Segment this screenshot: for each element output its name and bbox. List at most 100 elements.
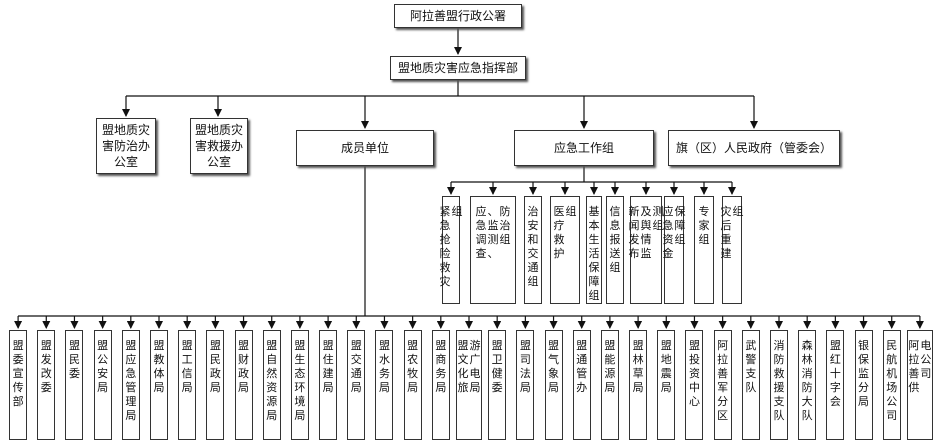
vertical-char: 传 bbox=[12, 381, 24, 394]
vertical-char: 草 bbox=[632, 367, 644, 380]
vertical-char: 重 bbox=[720, 233, 732, 246]
vertical-char: 盟 bbox=[68, 339, 80, 352]
vertical-char: 险 bbox=[439, 247, 451, 260]
vertical-text: 盟应急管理局 bbox=[125, 339, 136, 423]
vertical-char: 通 bbox=[350, 367, 362, 380]
vertical-char: 医 bbox=[553, 205, 565, 218]
vertical-text: 盟投资中心 bbox=[689, 339, 700, 409]
member-unit-box: 阿拉善供电公司 bbox=[906, 330, 933, 440]
vertical-char: 政 bbox=[238, 367, 250, 380]
vertical-text: 盟文化旅游广电局 bbox=[458, 339, 481, 395]
vertical-char: 农 bbox=[407, 353, 419, 366]
member-unit-box: 盟住建局 bbox=[319, 330, 338, 440]
vertical-char: 拉 bbox=[908, 353, 920, 366]
vertical-char: 态 bbox=[294, 367, 306, 380]
vertical-char: 组 bbox=[565, 205, 577, 218]
vertical-text: 紧急抢险救灾组 bbox=[440, 205, 463, 289]
vertical-text: 盟财政局 bbox=[238, 339, 249, 395]
group-box: 专家组 bbox=[694, 196, 714, 304]
vertical-char: 环 bbox=[294, 381, 306, 394]
vertical-char: 红 bbox=[829, 353, 841, 366]
group-box: 基本生活保障组 bbox=[586, 196, 602, 304]
member-unit-box: 盟财政局 bbox=[234, 330, 253, 440]
vertical-text-column: 盟司法局 bbox=[520, 339, 531, 395]
member-unit-box: 盟生态环境局 bbox=[290, 330, 309, 440]
vertical-char: 信 bbox=[609, 205, 621, 218]
vertical-text-column: 盟公安局 bbox=[97, 339, 108, 395]
vertical-char: 监 bbox=[640, 247, 652, 260]
vertical-char: 盟 bbox=[181, 339, 193, 352]
vertical-char: 局 bbox=[469, 381, 481, 394]
vertical-text: 盟卫健委 bbox=[492, 339, 503, 395]
vertical-text-column: 盟能源局 bbox=[604, 339, 615, 395]
vertical-char: 森 bbox=[801, 339, 813, 352]
vertical-char: 盟 bbox=[378, 339, 390, 352]
member-unit-box: 盟林草局 bbox=[629, 330, 648, 440]
vertical-char: 局 bbox=[322, 381, 334, 394]
vertical-text-column: 防治组 bbox=[500, 205, 511, 261]
vertical-char: 拉 bbox=[717, 353, 729, 366]
vertical-char: 警 bbox=[745, 353, 757, 366]
vertical-char: 、 bbox=[487, 247, 499, 260]
vertical-char: 紧 bbox=[439, 205, 451, 218]
vertical-char: 盟 bbox=[632, 339, 644, 352]
vertical-char: 测 bbox=[652, 205, 664, 218]
group-box: 应急调查、监测、防治组 bbox=[470, 196, 516, 304]
vertical-char: 盟 bbox=[688, 339, 700, 352]
vertical-char: 金 bbox=[662, 247, 674, 260]
vertical-char: 源 bbox=[266, 395, 278, 408]
vertical-char: 应 bbox=[125, 353, 137, 366]
member-units-box: 成员单位 bbox=[296, 130, 434, 166]
vertical-char: 民 bbox=[68, 353, 80, 366]
vertical-char: 办 bbox=[576, 381, 588, 394]
vertical-text-column: 盟农牧局 bbox=[407, 339, 418, 395]
vertical-char: 盟 bbox=[322, 339, 334, 352]
vertical-text-column: 盟发改委 bbox=[41, 339, 52, 395]
vertical-char: 交 bbox=[350, 353, 362, 366]
vertical-text: 应急调查、监测、防治组 bbox=[476, 205, 511, 261]
vertical-text-column: 专家组 bbox=[699, 205, 710, 247]
vertical-char: 盟 bbox=[294, 339, 306, 352]
vertical-char: 气 bbox=[548, 353, 560, 366]
vertical-char: 资 bbox=[662, 233, 674, 246]
vertical-char: 障 bbox=[588, 275, 600, 288]
vertical-char: 体 bbox=[153, 367, 165, 380]
vertical-char: 援 bbox=[773, 381, 785, 394]
vertical-text-column: 信息报送组 bbox=[610, 205, 621, 275]
vertical-char: 局 bbox=[209, 381, 221, 394]
vertical-char: 盟 bbox=[829, 339, 841, 352]
vertical-char: 盟 bbox=[209, 339, 221, 352]
vertical-text: 盟司法局 bbox=[520, 339, 531, 395]
member-unit-box: 银保监分局 bbox=[854, 330, 873, 440]
vertical-char: 局 bbox=[350, 381, 362, 394]
vertical-char: 建 bbox=[322, 367, 334, 380]
vertical-char: 防 bbox=[773, 353, 785, 366]
vertical-char: 组 bbox=[698, 233, 710, 246]
vertical-char: 防 bbox=[801, 381, 813, 394]
vertical-char: 公 bbox=[920, 353, 932, 366]
vertical-char: 委 bbox=[68, 367, 80, 380]
vertical-char: 投 bbox=[688, 353, 700, 366]
vertical-char: 队 bbox=[745, 381, 757, 394]
vertical-text-column: 盟民政局 bbox=[210, 339, 221, 395]
vertical-char: 财 bbox=[238, 353, 250, 366]
vertical-char: 武 bbox=[745, 339, 757, 352]
member-unit-box: 盟能源局 bbox=[600, 330, 619, 440]
member-unit-box: 盟司法局 bbox=[516, 330, 535, 440]
vertical-text: 森林消防大队 bbox=[802, 339, 813, 423]
vertical-char: 阿 bbox=[717, 339, 729, 352]
command-hq-label: 盟地质灾害应急指挥部 bbox=[397, 61, 518, 75]
vertical-char: 航 bbox=[886, 353, 898, 366]
vertical-char: 水 bbox=[378, 353, 390, 366]
vertical-char: 盟 bbox=[125, 339, 137, 352]
vertical-text-column: 盟应急管理局 bbox=[125, 339, 136, 423]
vertical-char: 盟 bbox=[97, 339, 109, 352]
vertical-text-column: 盟水务局 bbox=[379, 339, 390, 395]
vertical-text-column: 盟财政局 bbox=[238, 339, 249, 395]
vertical-char: 机 bbox=[886, 367, 898, 380]
vertical-text-column: 游广电局 bbox=[470, 339, 481, 395]
vertical-text-column: 盟林草局 bbox=[633, 339, 644, 395]
vertical-text-column: 盟教体局 bbox=[154, 339, 165, 395]
vertical-char: 治 bbox=[499, 219, 511, 232]
vertical-char: 政 bbox=[209, 367, 221, 380]
